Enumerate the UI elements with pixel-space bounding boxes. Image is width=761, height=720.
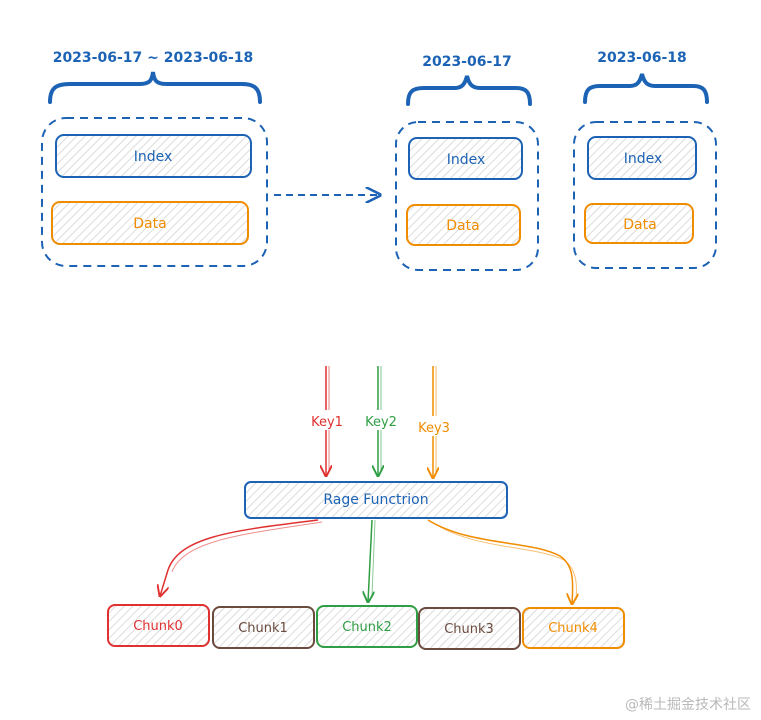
chunk1-box — [212, 606, 315, 649]
key1-label: Key1 — [311, 415, 343, 430]
split-b-index-box — [587, 136, 697, 180]
merged-brace — [48, 71, 262, 104]
split-a-container — [395, 121, 539, 271]
split-a-brace — [406, 75, 532, 106]
merged-range-label: 2023-06-17 ~ 2023-06-18 — [53, 50, 254, 66]
key-inputs: Key1 Key2 Key3 — [309, 366, 454, 478]
split-b-data-box — [584, 203, 694, 244]
split-a-index-box — [408, 137, 523, 180]
split-b-index-label: Index — [624, 151, 663, 167]
split-b-data-label: Data — [623, 217, 656, 233]
watermark-text: @稀土掘金技术社区 — [625, 697, 751, 713]
split-partition-b: 2023-06-18 Index Data — [573, 50, 717, 269]
chunk4-label: Chunk4 — [548, 621, 598, 636]
key2-label: Key2 — [365, 415, 397, 430]
split-b-brace — [583, 73, 709, 104]
key3-label: Key3 — [418, 421, 450, 436]
routing-arrows — [160, 519, 577, 604]
chunk-row: Chunk0 Chunk1 Chunk2 Chunk3 Chunk4 — [107, 604, 625, 650]
split-partition-a: 2023-06-17 Index Data — [395, 54, 539, 271]
merged-partition-group: 2023-06-17 ~ 2023-06-18 Index Data — [41, 50, 268, 267]
chunk1-label: Chunk1 — [238, 621, 288, 636]
split-a-date-label: 2023-06-17 — [422, 54, 512, 70]
chunk2-label: Chunk2 — [342, 620, 392, 635]
merged-index-label: Index — [134, 149, 173, 165]
merged-container — [41, 117, 268, 267]
split-a-data-label: Data — [446, 218, 479, 234]
range-function-box — [244, 481, 508, 519]
merged-index-box — [55, 134, 252, 178]
chunk3-box — [418, 607, 521, 650]
chunk3-label: Chunk3 — [444, 622, 494, 637]
chunk4-box — [522, 607, 625, 649]
split-b-container — [573, 121, 717, 269]
split-a-data-box — [406, 204, 521, 246]
chunk0-box — [107, 604, 210, 647]
route-to-chunk0 — [160, 519, 319, 596]
merged-data-box — [51, 201, 249, 245]
split-b-date-label: 2023-06-18 — [597, 50, 687, 66]
merged-data-label: Data — [133, 216, 166, 232]
route-to-chunk2 — [368, 519, 372, 602]
route-to-chunk4 — [427, 519, 573, 604]
range-function-label: Rage Functrion — [323, 492, 428, 508]
split-a-index-label: Index — [447, 152, 486, 168]
chunk2-box — [316, 605, 418, 648]
chunk0-label: Chunk0 — [133, 619, 183, 634]
